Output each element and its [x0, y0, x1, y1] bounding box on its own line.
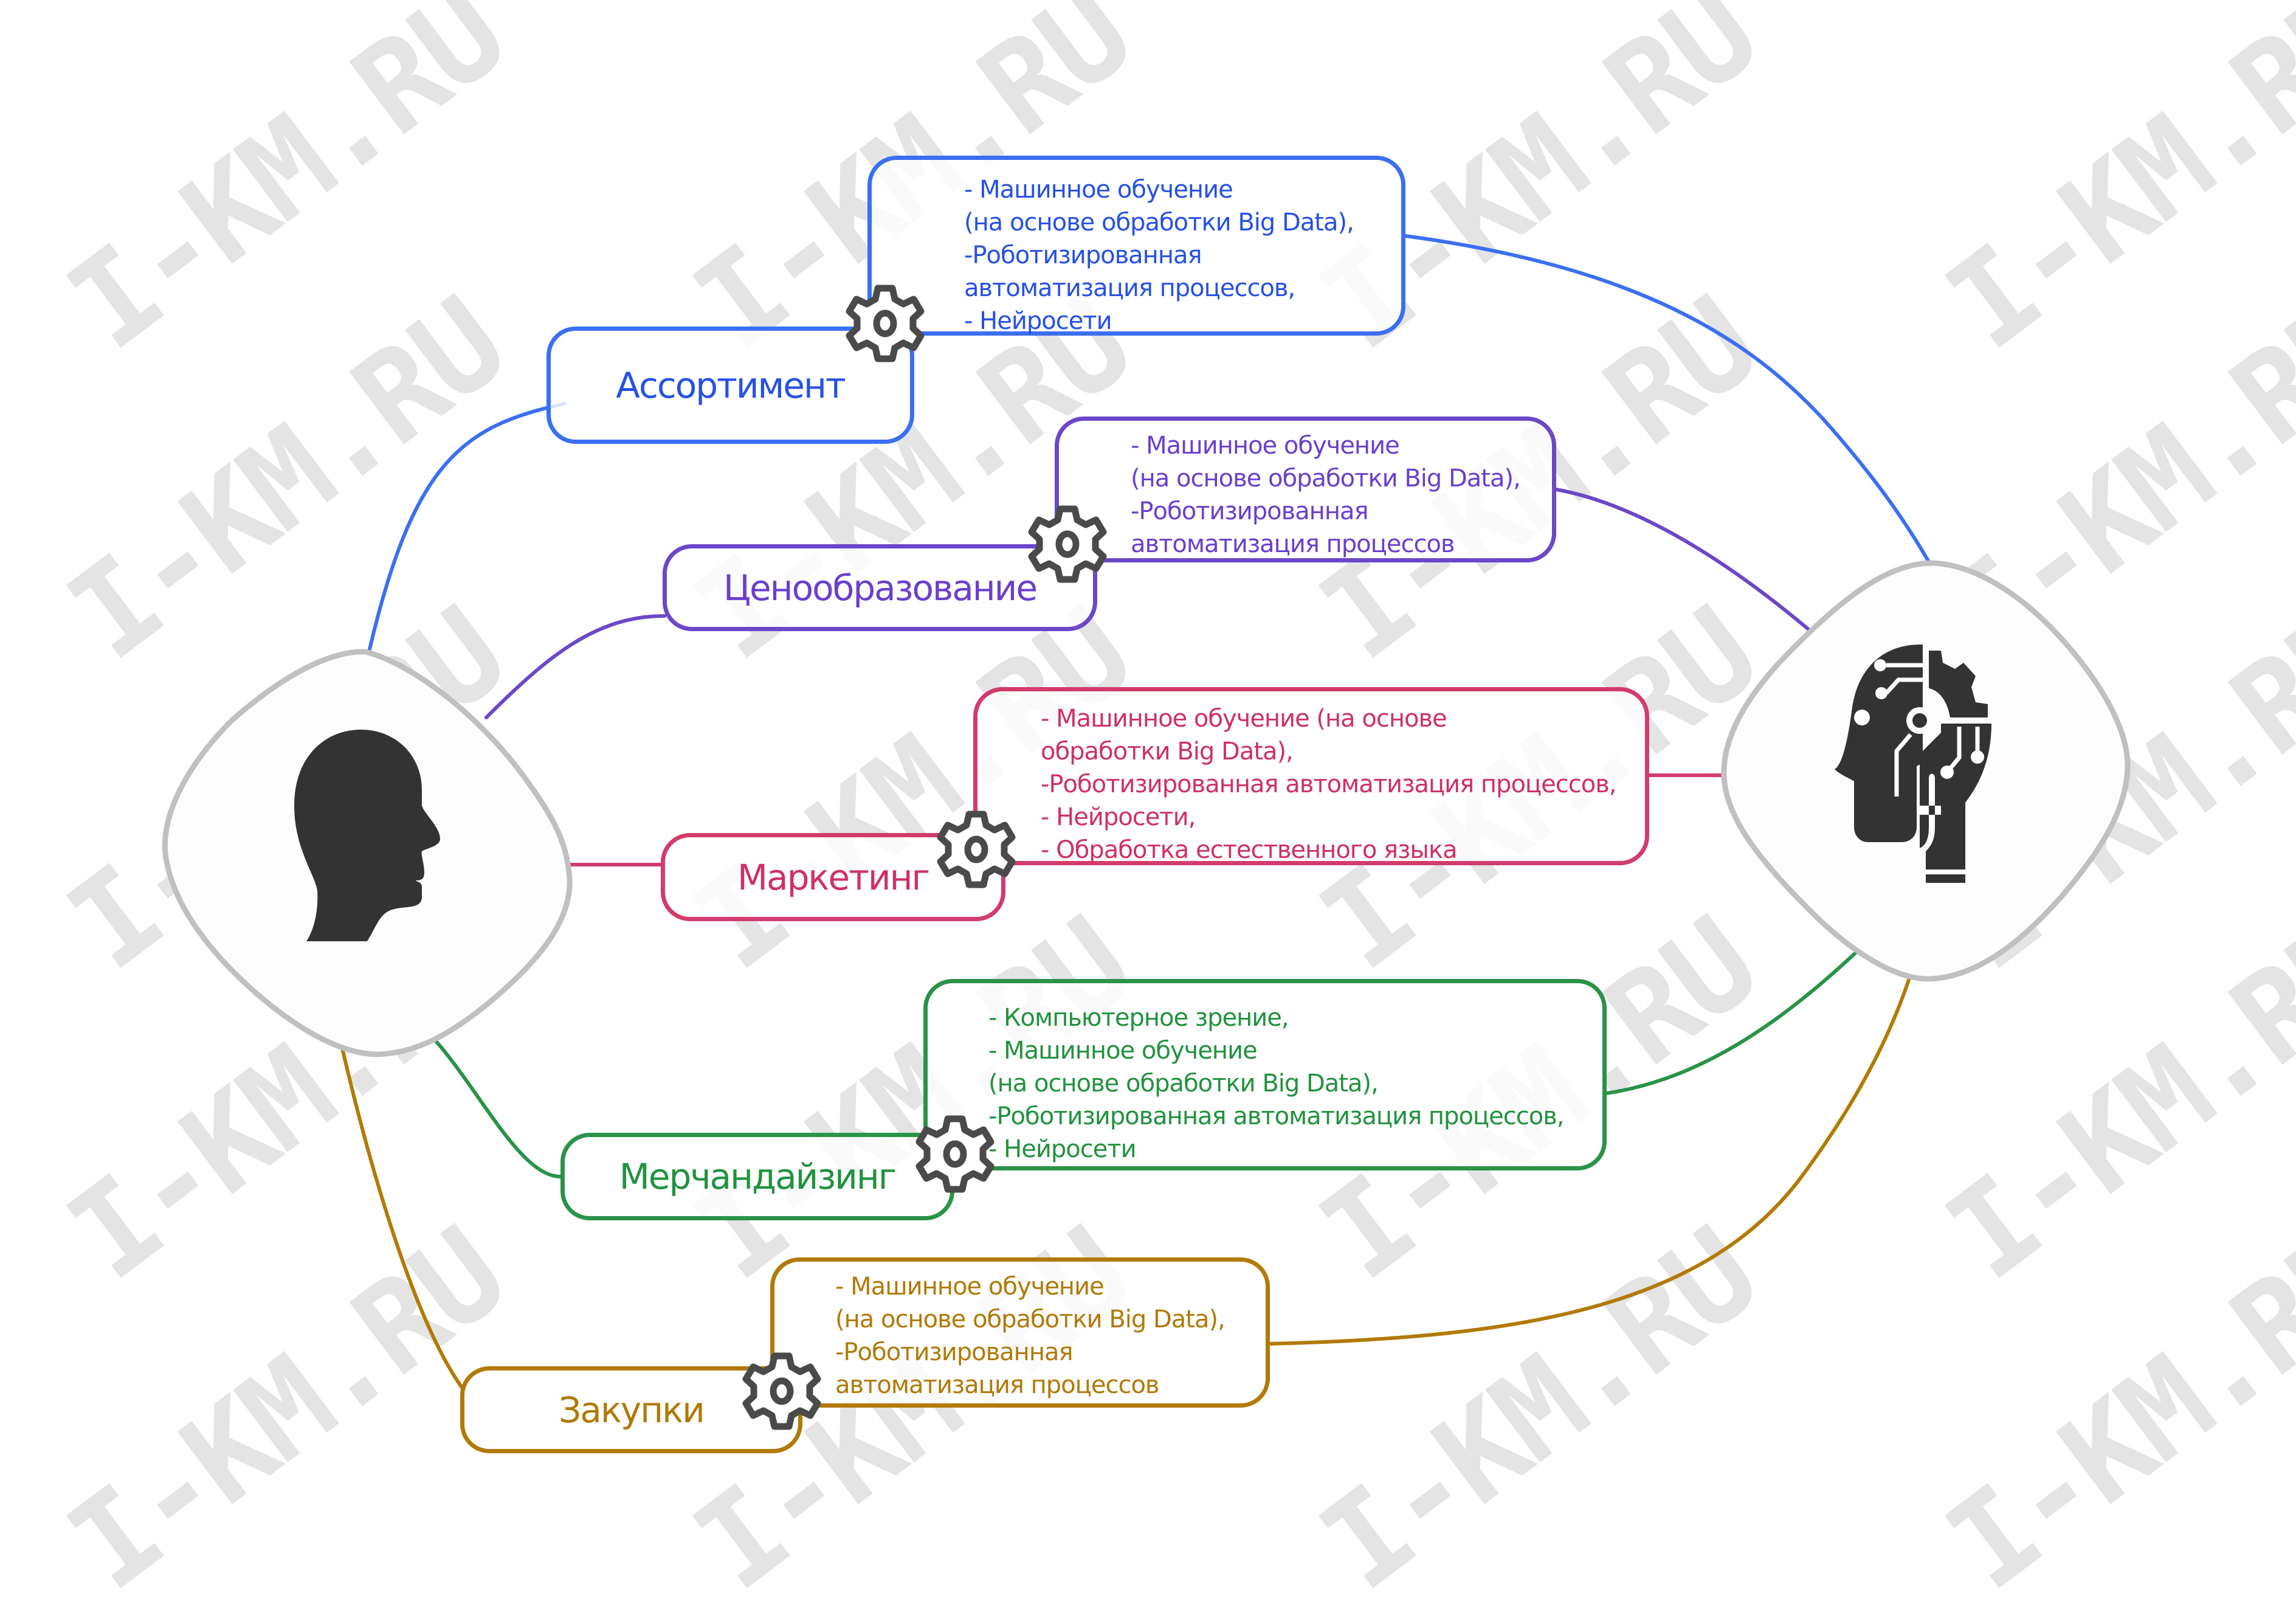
detail-line: - Машинное обучение (на основе: [1041, 705, 1447, 733]
gear-icon[interactable]: [936, 807, 1016, 892]
detail-merchandising: - Компьютерное зрение, - Машинное обучен…: [923, 979, 1607, 1170]
link-pricing-ai: [1554, 488, 1810, 631]
detail-line: (на основе обработки Big Data),: [964, 209, 1354, 237]
topic-label: Ценообразование: [723, 567, 1038, 609]
detail-purchases: - Машинное обучение (на основе обработки…: [770, 1257, 1270, 1408]
detail-line: (на основе обработки Big Data),: [988, 1070, 1379, 1098]
link-human-pricing: [484, 614, 666, 719]
detail-pricing: - Машинное обучение (на основе обработки…: [1055, 417, 1556, 562]
gear-icon[interactable]: [742, 1349, 822, 1434]
detail-line: - Компьютерное зрение,: [988, 1004, 1289, 1032]
detail-line: - Нейросети: [988, 1135, 1137, 1163]
detail-line: -Роботизированная автоматизация процессо…: [988, 1102, 1565, 1130]
topic-marketing[interactable]: Маркетинг: [661, 833, 1005, 921]
detail-line: (на основе обработки Big Data),: [1131, 465, 1521, 493]
detail-line: -Роботизированная автоматизация процессо…: [1041, 770, 1617, 798]
detail-line: автоматизация процессов,: [964, 274, 1295, 302]
detail-line: -Роботизированная: [964, 241, 1202, 269]
detail-line: - Нейросети,: [1041, 803, 1196, 831]
detail-line: обработки Big Data),: [1041, 738, 1294, 766]
detail-line: - Нейросети: [964, 307, 1112, 335]
topic-label: Ассортимент: [616, 364, 846, 406]
detail-line: (на основе обработки Big Data),: [835, 1305, 1226, 1333]
detail-line: -Роботизированная: [835, 1338, 1074, 1366]
gear-icon[interactable]: [915, 1112, 995, 1197]
detail-line: - Машинное обучение: [988, 1037, 1258, 1065]
human-node[interactable]: [159, 647, 574, 1058]
ai-head-circuit-icon: [1835, 645, 1991, 883]
link-assortment-ai: [1404, 234, 1931, 564]
detail-line: автоматизация процессов: [835, 1371, 1160, 1399]
link-human-assortment: [367, 402, 567, 654]
detail-assortment: - Машинное обучение (на основе обработки…: [867, 156, 1405, 336]
link-human-purchases: [329, 997, 464, 1389]
topic-label: Маркетинг: [737, 856, 930, 898]
detail-line: - Машинное обучение: [964, 176, 1233, 204]
gear-icon[interactable]: [845, 281, 925, 366]
gear-icon[interactable]: [1027, 502, 1108, 587]
link-purchases-ai: [1267, 919, 1927, 1346]
detail-line: - Обработка естественного языка: [1041, 836, 1458, 864]
human-head-icon: [294, 730, 440, 941]
topic-merchandising[interactable]: Мерчандайзинг: [560, 1133, 954, 1220]
ai-node[interactable]: [1719, 558, 2134, 984]
detail-line: -Роботизированная: [1131, 497, 1369, 525]
topic-label: Закупки: [559, 1389, 705, 1431]
detail-marketing: - Машинное обучение (на основе обработки…: [973, 687, 1649, 865]
detail-line: - Машинное обучение: [835, 1273, 1105, 1301]
detail-line: - Машинное обучение: [1131, 432, 1400, 460]
topic-label: Мерчандайзинг: [619, 1156, 897, 1197]
topic-pricing[interactable]: Ценообразование: [663, 544, 1097, 631]
detail-line: автоматизация процессов: [1131, 530, 1455, 558]
